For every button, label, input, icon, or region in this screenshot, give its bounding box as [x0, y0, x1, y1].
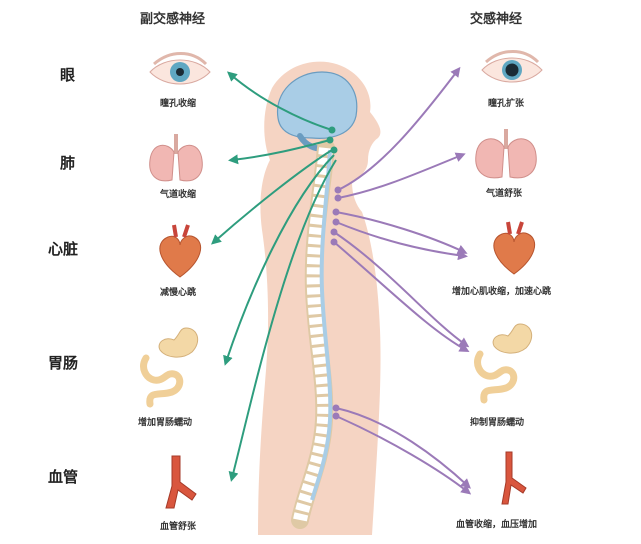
heart-icon-fast — [493, 221, 536, 275]
symp-effect-lung: 气道舒张 — [486, 189, 523, 199]
blood-vessel-icon-constricted — [501, 451, 527, 505]
symp-effect-eye: 瞳孔扩张 — [488, 99, 525, 109]
para-effect-lung: 气道收缩 — [160, 190, 197, 200]
para-effect-vessel: 血管舒张 — [160, 522, 197, 532]
eye-icon — [149, 52, 211, 85]
stomach-intestine-icon — [140, 327, 199, 408]
symp-effect-gi: 抑制胃肠蠕动 — [470, 418, 525, 428]
symp-effect-heart: 增加心肌收缩，加速心跳 — [452, 287, 552, 297]
organ-label-heart: 心脏 — [48, 240, 79, 258]
stomach-intestine-icon-inhibited — [474, 323, 533, 404]
lungs-icon — [149, 134, 203, 182]
eye-icon-dilated — [481, 50, 543, 83]
para-effect-heart: 减慢心跳 — [160, 288, 197, 298]
spinal-column — [291, 139, 335, 529]
organ-label-lung: 肺 — [60, 154, 76, 172]
organ-label-eye: 眼 — [60, 66, 76, 84]
sympathetic-nerves — [330, 66, 472, 495]
para-effect-gi: 增加胃肠蠕动 — [138, 418, 193, 428]
blood-vessel-icon — [165, 455, 197, 509]
sympathetic-header: 交感神经 — [470, 12, 523, 27]
parasympathetic-nerves — [211, 71, 338, 482]
lungs-icon-dilated — [475, 129, 537, 179]
parasympathetic-header: 副交感神经 — [140, 12, 206, 27]
organ-label-vessel: 血管 — [48, 468, 79, 486]
heart-icon — [159, 224, 202, 278]
para-effect-eye: 瞳孔收缩 — [160, 99, 197, 109]
organ-label-gi: 胃肠 — [48, 354, 79, 372]
symp-effect-vessel: 血管收缩，血压增加 — [456, 520, 538, 530]
